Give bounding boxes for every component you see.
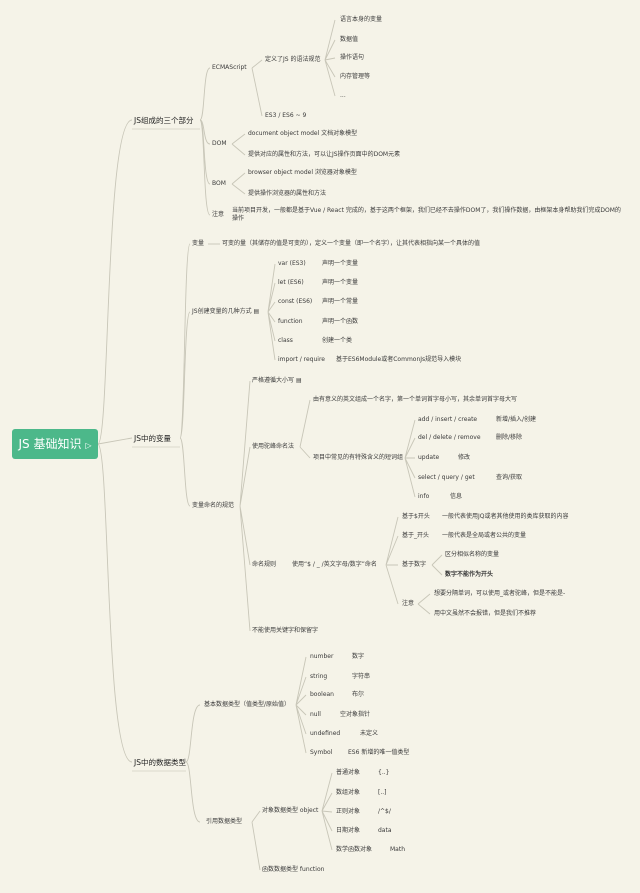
node-ecma-item[interactable]: 操作语句 xyxy=(340,54,365,61)
node-common-key[interactable]: select / query / get xyxy=(418,474,475,481)
node-way-val[interactable]: 声明一个常量 xyxy=(322,298,359,305)
node-obj-val[interactable]: data xyxy=(378,827,392,834)
node-basic-key[interactable]: null xyxy=(310,711,321,718)
node-common-key[interactable]: del / delete / remove xyxy=(418,434,481,441)
node-fn[interactable]: 函数数据类型 function xyxy=(262,866,325,873)
node-ref[interactable]: 引用数据类型 xyxy=(206,818,243,825)
node-common-val[interactable]: 新增/插入/创建 xyxy=(496,416,537,423)
node-way-val[interactable]: 声明一个函数 xyxy=(322,318,359,325)
node-var[interactable]: 变量 xyxy=(192,240,205,247)
node-ecma[interactable]: ECMAScript xyxy=(212,64,247,71)
node-way-key[interactable]: let (ES6) xyxy=(278,279,304,286)
node-under[interactable]: 基于_开头 xyxy=(402,532,430,539)
node-ecma-item[interactable]: 内存管理等 xyxy=(340,73,371,80)
root-title: JS 基础知识 xyxy=(18,437,82,451)
node-basic-key[interactable]: string xyxy=(310,673,328,680)
node-es[interactable]: ES3 / ES6 ~ 9 xyxy=(265,112,307,119)
node-keyword[interactable]: 不能使用关键字和保留字 xyxy=(252,627,319,634)
node-ecma-desc[interactable]: 定义了JS 的语法规范 xyxy=(265,56,321,63)
node-num-2[interactable]: 数字不能作为开头 xyxy=(445,571,494,578)
node-rules[interactable]: 命名规则 xyxy=(252,561,277,568)
node-var-desc[interactable]: 可变的量（其储存的值是可变的），定义一个变量（即一个名字），让其代表相指向某一个… xyxy=(222,240,481,247)
node-attn-2[interactable]: 用中文虽然不会报错，但是我们不推荐 xyxy=(434,610,537,617)
node-bom-2[interactable]: 提供操作浏览器的属性和方法 xyxy=(248,190,327,197)
node-ways[interactable]: JS创建变量的几种方式 ▤ xyxy=(192,308,259,316)
node-way-key[interactable]: function xyxy=(278,318,303,325)
node-basic-key[interactable]: undefined xyxy=(310,730,341,737)
node-attn[interactable]: 注意 xyxy=(402,600,415,607)
note-icon: ▷ xyxy=(85,441,92,450)
node-common-key[interactable]: update xyxy=(418,454,440,461)
node-case[interactable]: 严格遵循大小写 ▤ xyxy=(252,377,302,385)
node-way-key[interactable]: var (ES3) xyxy=(278,260,306,267)
node-common-val[interactable]: 查询/获取 xyxy=(496,474,523,481)
branch-three-parts[interactable]: JS组成的三个部分 xyxy=(134,116,194,125)
node-way-key[interactable]: import / require xyxy=(278,356,325,363)
node-ecma-item[interactable]: 语言本身的变量 xyxy=(340,16,383,23)
node-rules-desc[interactable]: 使用“$ / _ /英文字母/数字”命名 xyxy=(292,561,377,568)
node-common[interactable]: 项目中常见的有特殊含义的短词组 xyxy=(313,454,404,461)
node-obj-key[interactable]: 普通对象 xyxy=(336,769,361,776)
node-ecma-item[interactable]: 数据值 xyxy=(340,36,359,43)
node-basic-key[interactable]: Symbol xyxy=(310,749,333,756)
node-way-key[interactable]: class xyxy=(278,337,293,344)
root-node[interactable]: JS 基础知识 ▷ xyxy=(12,429,98,459)
node-way-key[interactable]: const (ES6) xyxy=(278,298,313,305)
ways-label: JS创建变量的几种方式 xyxy=(192,308,252,315)
node-obj-val[interactable]: [..] xyxy=(378,789,387,796)
node-obj-key[interactable]: 正则对象 xyxy=(336,808,361,815)
node-way-val[interactable]: 声明一个变量 xyxy=(322,260,359,267)
node-num[interactable]: 基于数字 xyxy=(402,561,427,568)
node-basic-val[interactable]: 未定义 xyxy=(360,730,379,737)
node-dollar[interactable]: 基于$开头 xyxy=(402,513,430,520)
node-obj-val[interactable]: Math xyxy=(390,846,406,853)
node-basic[interactable]: 基本数据类型（值类型/原始值） xyxy=(204,701,291,708)
node-dom-2[interactable]: 提供对应的属性和方法，可以让JS操作页面中的DOM元素 xyxy=(248,151,401,158)
node-dom-1[interactable]: document object model 文档对象模型 xyxy=(248,130,358,137)
node-common-key[interactable]: add / insert / create xyxy=(418,416,478,423)
note-icon: ▤ xyxy=(295,377,302,384)
node-bom-1[interactable]: browser object model 浏览器对象模型 xyxy=(248,169,357,176)
node-camel-desc[interactable]: 由有意义的英文组成一个名字，第一个单词首字母小写，其余单词首字母大写 xyxy=(313,396,518,403)
node-way-val[interactable]: 创建一个类 xyxy=(322,337,353,344)
node-basic-val[interactable]: 布尔 xyxy=(352,691,365,698)
node-bom[interactable]: BOM xyxy=(212,180,226,187)
node-basic-val[interactable]: 字符串 xyxy=(352,673,371,680)
node-attn-1[interactable]: 想要分隔单词，可以使用_或者驼峰，但是不能是- xyxy=(434,590,566,597)
node-way-val[interactable]: 声明一个变量 xyxy=(322,279,359,286)
node-common-val[interactable]: 删除/移除 xyxy=(496,434,523,441)
node-way-val[interactable]: 基于ES6Module或者CommonJs规范导入模块 xyxy=(336,356,462,363)
node-common-key[interactable]: info xyxy=(418,493,430,500)
node-note[interactable]: 注意 xyxy=(212,211,225,218)
node-naming[interactable]: 变量命名的规范 xyxy=(192,502,235,509)
node-camel[interactable]: 使用驼峰命名法 xyxy=(252,443,295,450)
node-obj-key[interactable]: 数学函数对象 xyxy=(336,846,373,853)
node-common-val[interactable]: 修改 xyxy=(458,454,471,461)
node-dom[interactable]: DOM xyxy=(212,140,227,147)
note-icon: ▤ xyxy=(253,308,260,315)
node-dollar-desc[interactable]: 一般代表使用JQ或者其他使用的类库获取的内容 xyxy=(442,513,569,520)
node-basic-key[interactable]: number xyxy=(310,653,334,660)
node-obj-val[interactable]: /^$/ xyxy=(378,808,391,815)
node-obj[interactable]: 对象数据类型 object xyxy=(262,807,319,814)
node-basic-val[interactable]: 数字 xyxy=(352,653,365,660)
node-num-1[interactable]: 区分相似名称的变量 xyxy=(445,551,500,558)
node-common-val[interactable]: 信息 xyxy=(450,493,463,500)
node-obj-key[interactable]: 日期对象 xyxy=(336,827,361,834)
node-ecma-item[interactable]: ... xyxy=(340,92,346,99)
case-label: 严格遵循大小写 xyxy=(252,377,295,384)
node-basic-val[interactable]: 空对象指针 xyxy=(340,711,371,718)
node-note-text[interactable]: 当前项目开发，一般都是基于Vue / React 完成的，基于这两个框架，我们已… xyxy=(232,207,621,222)
node-basic-key[interactable]: boolean xyxy=(310,691,334,698)
node-basic-val[interactable]: ES6 新增的唯一值类型 xyxy=(348,749,410,756)
branch-types[interactable]: JS中的数据类型 xyxy=(134,758,186,767)
node-obj-key[interactable]: 数组对象 xyxy=(336,789,361,796)
branch-vars[interactable]: JS中的变量 xyxy=(134,434,171,443)
node-under-desc[interactable]: 一般代表是全局或者公共的变量 xyxy=(442,532,527,539)
node-obj-val[interactable]: {..} xyxy=(378,769,390,776)
